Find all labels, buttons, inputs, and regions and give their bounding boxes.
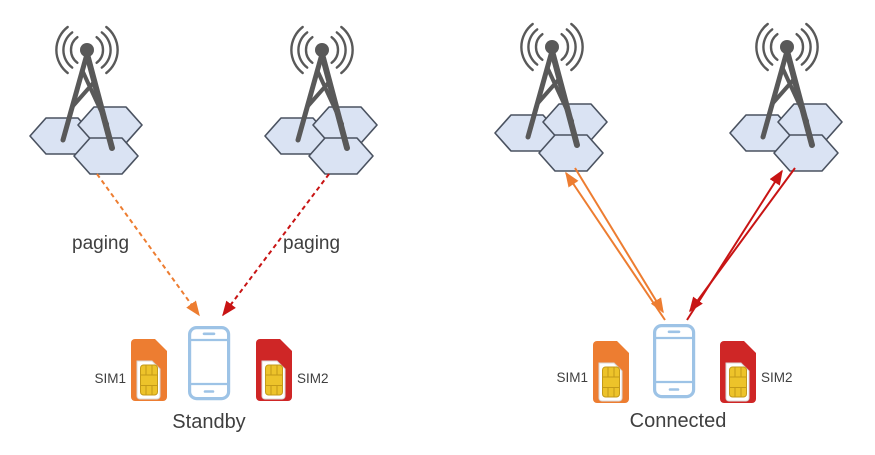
paging-arrow-sim2 xyxy=(222,173,330,317)
sim1-card-icon xyxy=(130,338,168,402)
sim1-label: SIM1 xyxy=(556,370,588,385)
paging-arrow-sim1 xyxy=(96,173,200,317)
cell-tower-icon xyxy=(30,27,142,174)
paging-label-sim2: paging xyxy=(283,233,340,254)
standby-state-label: Standby xyxy=(172,411,245,433)
sim2-card-icon xyxy=(255,338,293,402)
paging-label-sim1: paging xyxy=(72,233,129,254)
downlink-arrow-sim2 xyxy=(689,167,796,313)
standby-panel: paging paging SIM1 SIM2 Standby xyxy=(30,27,377,433)
sim2-label: SIM2 xyxy=(297,371,329,386)
cell-tower-icon xyxy=(495,24,607,171)
sim1-label: SIM1 xyxy=(94,371,126,386)
uplink-arrow-sim1 xyxy=(565,171,666,321)
sim2-label: SIM2 xyxy=(761,370,793,385)
connected-panel: SIM1 SIM2 Connected xyxy=(495,24,842,432)
connected-state-label: Connected xyxy=(630,410,727,432)
cell-tower-icon xyxy=(730,24,842,171)
sim1-card-icon xyxy=(592,340,630,404)
uplink-arrow-sim2 xyxy=(686,169,783,321)
cell-tower-icon xyxy=(265,27,377,174)
sim2-card-icon xyxy=(719,340,757,404)
downlink-arrow-sim1 xyxy=(574,167,664,314)
phone-icon xyxy=(188,326,231,401)
phone-icon xyxy=(652,324,696,399)
